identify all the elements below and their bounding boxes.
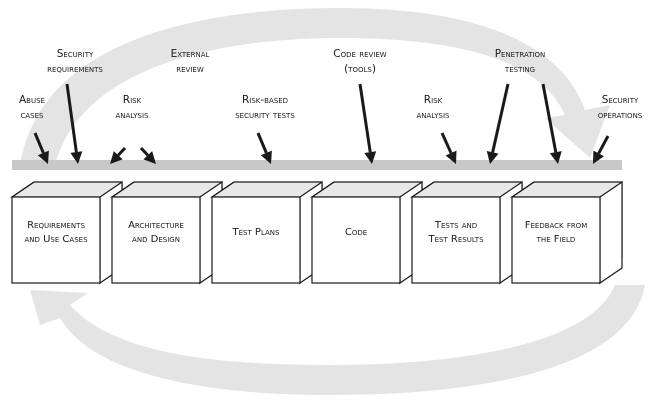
cycle-arrow-top [20,8,610,165]
phase-label: and Design [132,234,180,245]
arrow-icon [256,132,272,164]
touchpoint-label: Abuse cases [19,94,45,121]
phase-label: Architecture [128,220,184,231]
touchpoint-text: Penetration [495,48,546,60]
touchpoint-text: Code review [333,48,387,60]
arrow-icon [358,83,377,164]
box-front [311,196,401,284]
arrow-icon [440,132,457,164]
arrow-icon [33,132,49,164]
touchpoint-text: Risk [123,94,142,106]
touchpoint-text: cases [21,109,45,121]
touchpoint-label: Risk analysis [416,94,450,121]
phase-box: Code [310,180,423,285]
touchpoint-text: (tools) [344,63,376,75]
box-front [211,196,301,284]
box-front [111,196,201,284]
touchpoint-label: Security requirements [47,48,103,75]
touchpoint-text: review [176,63,204,75]
touchpoint-text: Risk [424,94,443,106]
phase-label: Code [345,227,367,238]
touchpoint-label: Security operations [598,94,643,121]
box-front [11,196,101,284]
touchpoint-text: analysis [416,109,450,121]
touchpoint-text: Abuse [19,94,45,106]
touchpoint-text: operations [598,109,643,121]
phase-label: Tests and [434,220,477,231]
touchpoint-label: Code review (tools) [333,48,387,75]
touchpoint-text: External [171,48,210,60]
touchpoint-label: Risk analysis [115,94,149,121]
timeline-bar [12,160,622,170]
box-front [411,196,501,284]
cycle-arrow-bottom [30,285,645,395]
arrow-icon [139,146,156,164]
touchpoint-label: Risk-based security tests [235,94,295,121]
box-side [599,180,623,285]
touchpoint-text: analysis [115,109,149,121]
touchpoint-text: testing [504,63,535,75]
touchpoint-text: Security [602,94,639,106]
phase-label: the Field [536,234,576,245]
phase-label: Test Results [427,234,484,245]
phase-box: Feedback from the Field [510,180,623,285]
phase-box: Architecture and Design [110,180,223,285]
phase-box: Test Plans [210,180,323,285]
touchpoint-label: External review [171,48,210,75]
arrow-icon [593,135,610,164]
touchpoint-label: Penetration testing [495,48,546,75]
phase-label: and Use Cases [24,234,88,245]
touchpoint-text: requirements [47,63,103,75]
arrow-icon [486,83,510,164]
touchpoint-text: Security [57,48,94,60]
arrow-icon [541,83,562,164]
arrow-icon [110,146,127,164]
box-front [511,196,601,284]
phase-label: Test Plans [232,227,281,238]
touchpoint-text: Risk-based [242,94,288,106]
arrow-icon [65,83,83,164]
phase-label: Feedback from [525,220,588,231]
touchpoint-text: security tests [235,109,295,121]
phase-box: Requirements and Use Cases [10,180,123,285]
phase-label: Requirements [27,220,85,231]
